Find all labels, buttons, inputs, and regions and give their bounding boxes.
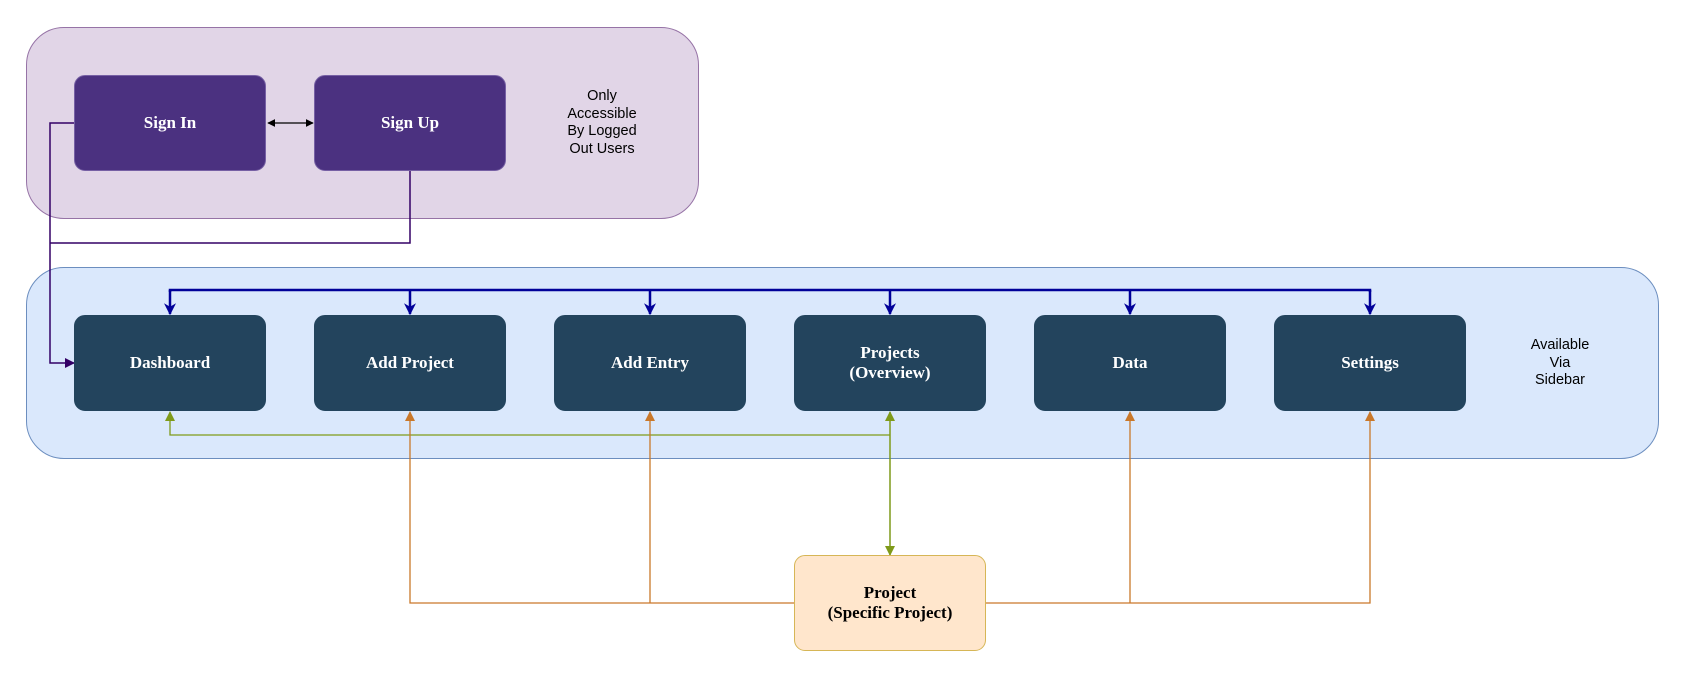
project-to-add-project-arrow — [405, 411, 794, 604]
sidebar-note: Available Via Sidebar — [1530, 337, 1590, 388]
project-to-settings-arrow — [986, 411, 1375, 604]
signup-to-dashboard-arrow — [50, 171, 411, 244]
dashboard-node[interactable]: Dashboard — [74, 315, 266, 411]
settings-node[interactable]: Settings — [1274, 315, 1466, 411]
overview-to-dashboard-arrow — [165, 411, 890, 436]
projects-overview-node[interactable]: Projects (Overview) — [794, 315, 986, 411]
data-node[interactable]: Data — [1034, 315, 1226, 411]
add-project-node[interactable]: Add Project — [314, 315, 506, 411]
sign-up-node[interactable]: Sign Up — [314, 75, 506, 171]
sign-in-node[interactable]: Sign In — [74, 75, 266, 171]
project-specific-node[interactable]: Project (Specific Project) — [794, 555, 986, 651]
logged-out-note: Only Accessible By Logged Out Users — [567, 88, 637, 157]
add-entry-node[interactable]: Add Entry — [554, 315, 746, 411]
sidebar-bus-line — [168, 288, 1372, 292]
